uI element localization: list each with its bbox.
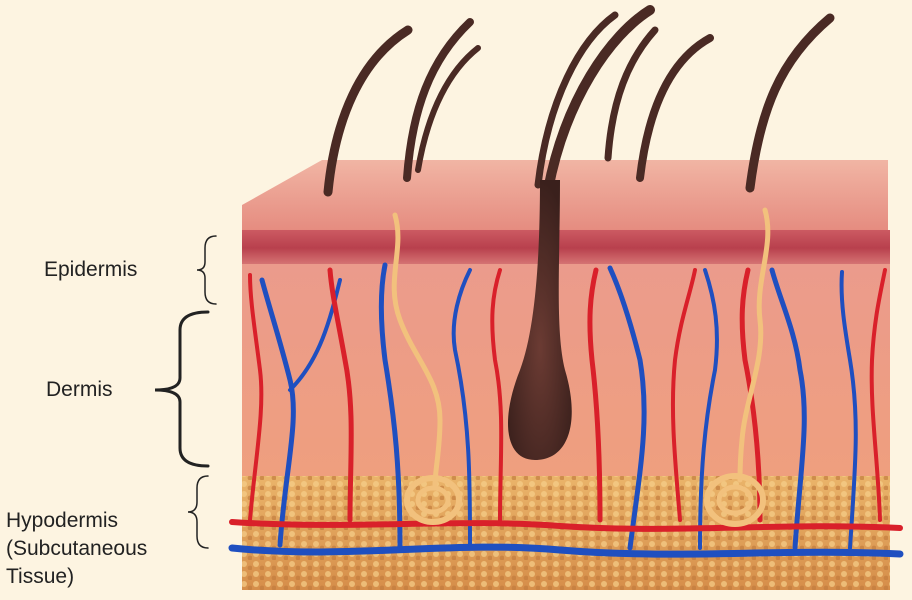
- epidermis-layer: [242, 230, 890, 266]
- skin-top-surface: [242, 160, 888, 232]
- hypodermis-label-line-2: (Subcutaneous: [6, 535, 147, 563]
- hypodermis-label: Hypodermis (Subcutaneous Tissue): [6, 507, 147, 591]
- dermis-layer: [242, 264, 890, 478]
- dermis-label: Dermis: [46, 376, 113, 404]
- hypodermis-label-line-3: Tissue): [6, 563, 147, 591]
- epidermis-brace: [197, 236, 216, 304]
- epidermis-label: Epidermis: [44, 256, 137, 284]
- hypodermis-label-line-1: Hypodermis: [6, 507, 147, 535]
- curly-brace-icon: [155, 236, 216, 548]
- dermis-brace: [155, 312, 208, 466]
- hypodermis-brace: [188, 476, 208, 548]
